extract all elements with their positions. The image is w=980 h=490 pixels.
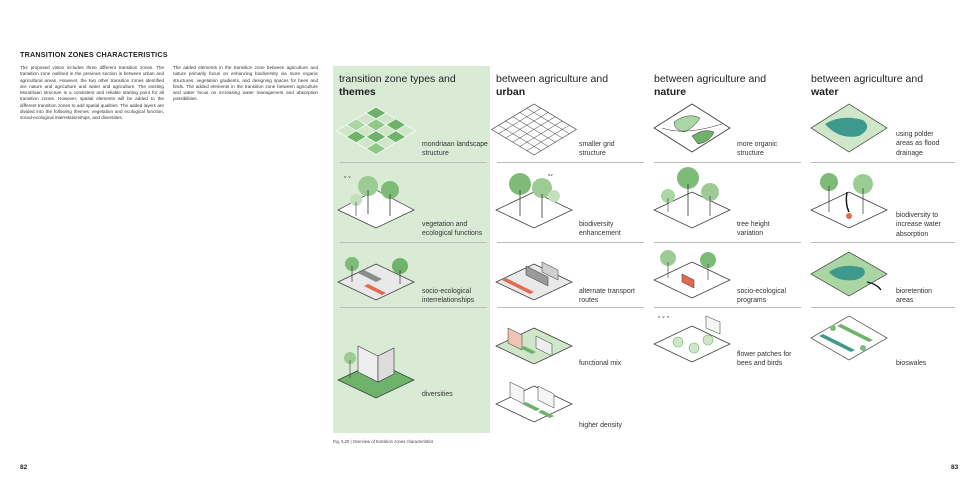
- column-header-urban-line1: between agriculture and: [496, 73, 609, 85]
- row-divider: [340, 242, 487, 243]
- intro-paragraph-2: The added elements in the transition zon…: [173, 65, 318, 102]
- row-divider: [340, 307, 487, 308]
- smaller-grid-illustration: [491, 103, 577, 156]
- vegetation-illustration: ᵛ ᵛ: [337, 175, 415, 229]
- column-header-water-line2: water: [811, 86, 839, 98]
- label-flower-patches: flower patches for bees and birds: [737, 351, 792, 368]
- page-number-right: 83: [951, 464, 959, 471]
- row-divider: [811, 307, 955, 308]
- tree-height-illustration: [653, 167, 731, 229]
- label-vegetation-ecological: vegetation and ecological functions: [422, 221, 483, 238]
- row-divider: [497, 307, 644, 308]
- organic-structure-illustration: [653, 103, 731, 153]
- row-divider: [497, 162, 644, 163]
- row-divider: [497, 242, 644, 243]
- bioswales-illustration: [810, 315, 888, 361]
- svg-text:ᵛ ᵛ: ᵛ ᵛ: [344, 175, 351, 182]
- diversities-illustration: [337, 345, 415, 399]
- row-divider: [654, 162, 801, 163]
- column-header-themes: transition zone types and themes: [339, 73, 456, 99]
- label-smaller-grid: smaller grid structure: [579, 141, 615, 158]
- label-bioswales: bioswales: [896, 360, 927, 367]
- label-socio-ecological-interrelationships: socio-ecological interrelationships: [422, 288, 475, 305]
- water-absorption-illustration: [810, 173, 888, 229]
- row-divider: [654, 307, 801, 308]
- biodiversity-enhancement-illustration: ᵛᵛ: [495, 173, 573, 229]
- row-divider: [654, 242, 801, 243]
- label-higher-density: higher density: [579, 422, 622, 429]
- column-header-nature-line2: nature: [654, 86, 687, 98]
- column-header-themes-line2: themes: [339, 86, 376, 98]
- socio-ecological-programs-illustration: [653, 250, 731, 299]
- figure-caption: Fig. 5.20 | Overview of transition zones…: [333, 439, 434, 444]
- label-functional-mix: functional mix: [579, 360, 622, 367]
- column-header-water-line1: between agriculture and: [811, 73, 924, 85]
- alternate-transport-illustration: [495, 261, 573, 301]
- mondriaan-grid-illustration: [335, 106, 417, 155]
- label-tree-height: tree height variation: [737, 221, 770, 238]
- row-divider: [811, 242, 955, 243]
- page-number-left: 82: [20, 464, 28, 471]
- section-heading: TRANSITION ZONES CHARACTERISTICS: [20, 50, 168, 59]
- label-organic-structure: more organic structure: [737, 141, 778, 158]
- column-header-nature-line1: between agriculture and: [654, 73, 767, 85]
- intro-paragraph-1: The proposed vision includes three diffe…: [20, 65, 164, 121]
- bioretention-illustration: [810, 251, 888, 297]
- higher-density-illustration: [495, 381, 573, 423]
- column-header-themes-line1: transition zone types and: [339, 73, 456, 85]
- label-bioretention: bioretention areas: [896, 288, 933, 305]
- row-divider: [340, 162, 487, 163]
- functional-mix-illustration: [495, 327, 573, 365]
- column-header-urban-line2: urban: [496, 86, 526, 98]
- label-water-absorption: biodiversity to increase water absorptio…: [896, 212, 941, 238]
- flower-patches-illustration: ᵛ ᵛ ᵛ: [653, 315, 731, 363]
- column-header-water: between agriculture and water: [811, 73, 923, 99]
- socio-ecological-street-illustration: [337, 257, 415, 301]
- column-header-nature: between agriculture and nature: [654, 73, 766, 99]
- svg-text:ᵛ ᵛ ᵛ: ᵛ ᵛ ᵛ: [658, 315, 670, 322]
- label-mondriaan-landscape: mondriaan landscape structure: [422, 141, 488, 158]
- column-header-urban: between agriculture and urban: [496, 73, 608, 99]
- row-divider: [811, 162, 955, 163]
- svg-text:ᵛᵛ: ᵛᵛ: [548, 173, 554, 180]
- polder-drainage-illustration: [810, 103, 888, 153]
- label-alternate-transport: alternate transport routes: [579, 288, 635, 305]
- label-diversities: diversities: [422, 391, 453, 398]
- label-polder-flood-drainage: using polder areas as flood drainage: [896, 131, 940, 157]
- label-socio-ecological-programs: socio-ecological programs: [737, 288, 787, 305]
- label-biodiversity-enhancement: biodiversity enhancement: [579, 221, 621, 238]
